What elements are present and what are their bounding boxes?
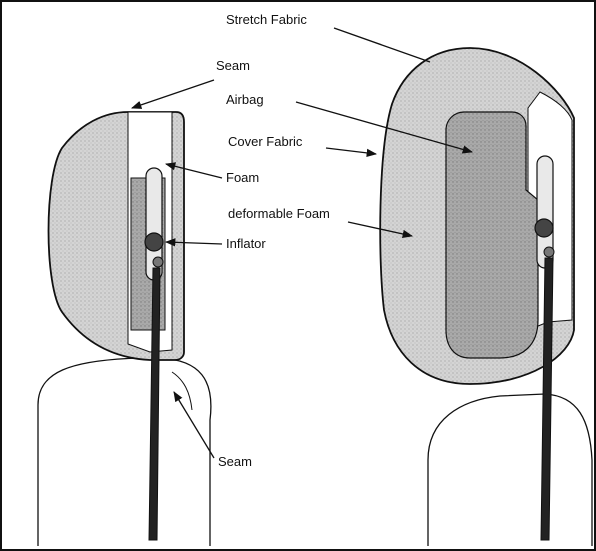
- callout-labels: Stretch Fabric Seam Airbag Cover Fabric …: [216, 12, 330, 469]
- right-inflator-icon: [535, 219, 553, 237]
- label-seam-bottom: Seam: [218, 454, 252, 469]
- left-post-joint: [153, 257, 163, 267]
- label-airbag: Airbag: [226, 92, 264, 107]
- leader-seam-top: [132, 80, 214, 108]
- label-foam: Foam: [226, 170, 259, 185]
- left-inflator-icon: [145, 233, 163, 251]
- leader-cover-fabric: [326, 148, 376, 154]
- right-headrest: [380, 48, 592, 546]
- label-inflator: Inflator: [226, 236, 266, 251]
- label-cover-fabric: Cover Fabric: [228, 134, 303, 149]
- right-post-joint: [544, 247, 554, 257]
- label-stretch-fabric: Stretch Fabric: [226, 12, 307, 27]
- leader-stretch-fabric: [334, 28, 430, 62]
- label-seam-top: Seam: [216, 58, 250, 73]
- label-deformable-foam: deformable Foam: [228, 206, 330, 221]
- right-seat-back: [428, 394, 592, 546]
- left-headrest: [38, 112, 211, 546]
